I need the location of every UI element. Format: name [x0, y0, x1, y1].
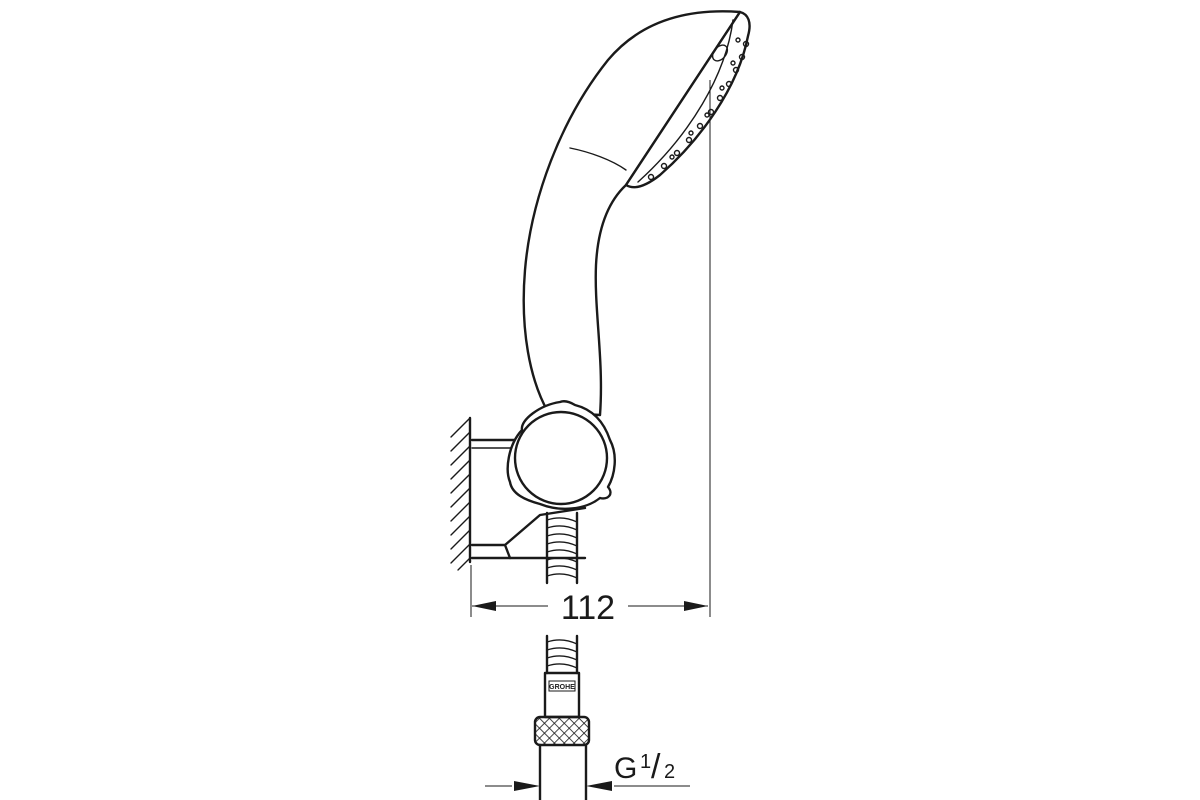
wall-hatching [450, 416, 472, 571]
hose-lower: GROHE [543, 634, 581, 719]
dimension-thread: G 1 / 2 [485, 748, 690, 791]
thread-connector [538, 743, 588, 800]
thread-dimension-label: G [614, 752, 637, 785]
thread-fraction-numerator: 1 [640, 751, 651, 773]
shower-handset [522, 10, 751, 417]
thread-fraction-slash: / [651, 748, 661, 786]
width-dimension-label: 112 [561, 589, 615, 627]
dimension-width: 112 [470, 80, 711, 627]
hose-upper [545, 511, 579, 585]
spray-nozzles [647, 37, 750, 181]
knurled-nut [533, 715, 591, 747]
holder-knob [506, 400, 616, 510]
brand-mark: GROHE [549, 684, 575, 691]
thread-fraction-denominator: 2 [664, 761, 675, 783]
